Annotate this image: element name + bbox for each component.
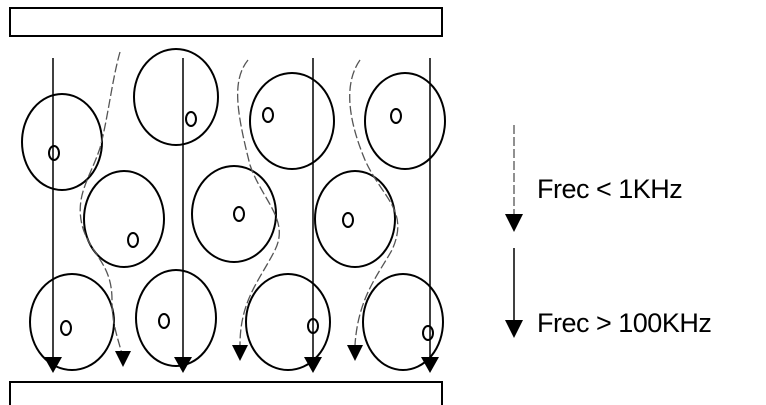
cell xyxy=(314,170,396,268)
low-frequency-label: Frec < 1KHz xyxy=(537,174,683,204)
cell xyxy=(245,273,331,371)
arrow-down-icon xyxy=(505,320,523,338)
arrowheads xyxy=(44,345,439,373)
cell xyxy=(133,48,219,146)
cell xyxy=(29,273,115,371)
arrow-down-icon xyxy=(421,357,439,373)
high-frequency-current-lines xyxy=(52,58,431,360)
arrow-down-icon xyxy=(44,357,62,373)
arrow-down-icon xyxy=(174,357,192,373)
cell xyxy=(191,165,277,263)
cell xyxy=(83,170,165,268)
cells xyxy=(21,48,446,371)
cell xyxy=(362,273,444,371)
arrow-down-icon xyxy=(347,345,363,361)
legend-high-frequency-arrow xyxy=(505,248,523,338)
arrow-down-icon xyxy=(304,357,322,373)
curved-current-path xyxy=(79,51,124,359)
legend-low-frequency-arrow xyxy=(505,125,523,232)
cell xyxy=(21,93,103,191)
curved-current-path xyxy=(236,59,280,346)
bottom-electrode xyxy=(9,381,443,405)
cell xyxy=(364,72,446,170)
cell xyxy=(249,72,335,170)
top-electrode xyxy=(9,7,443,37)
arrow-down-icon xyxy=(232,345,248,361)
curved-current-path xyxy=(349,59,399,346)
arrow-down-icon xyxy=(115,351,131,367)
cell xyxy=(135,269,217,367)
high-frequency-label: Frec > 100KHz xyxy=(537,308,712,338)
low-frequency-current-paths xyxy=(79,51,399,359)
arrow-down-icon xyxy=(505,214,523,232)
